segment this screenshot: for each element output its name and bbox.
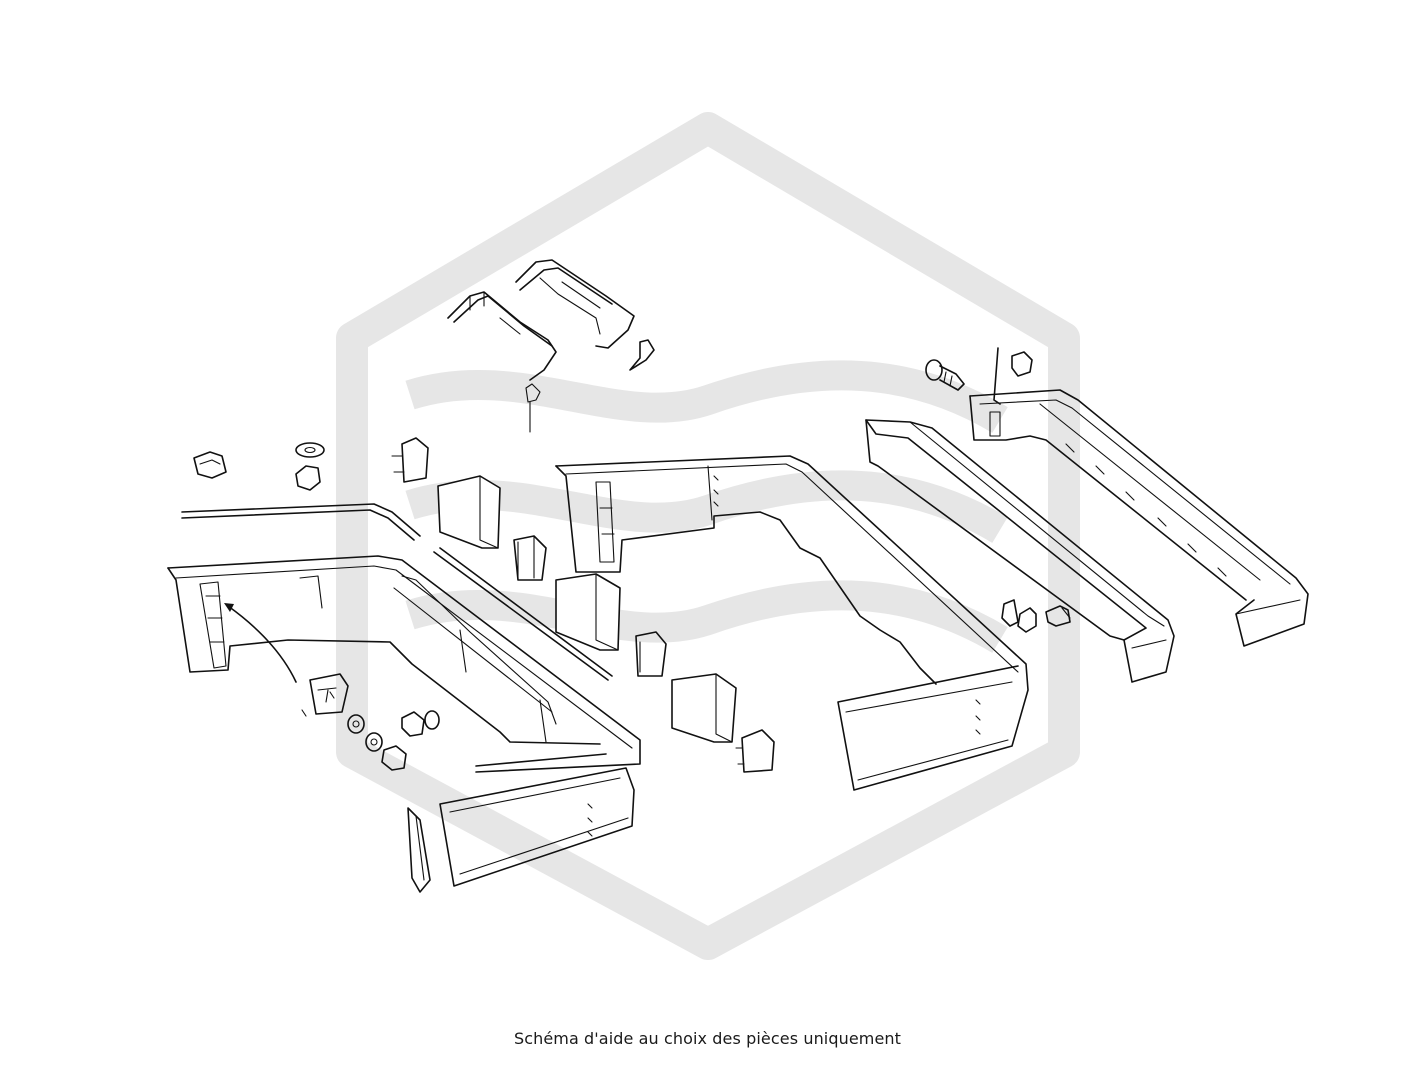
diagram-caption: Schéma d'aide au choix des pièces unique… — [513, 1029, 902, 1048]
mount-lower-left — [301, 673, 440, 771]
rear-bumper-cover — [865, 419, 1175, 683]
side-brackets — [391, 437, 775, 773]
front-bumper-left — [167, 555, 641, 893]
fasteners-right — [925, 347, 1071, 633]
rear-bumper-right — [969, 389, 1309, 647]
trim-strip-top — [181, 503, 613, 681]
arrow-indicator — [224, 603, 297, 683]
upper-brackets — [447, 259, 655, 433]
washer-nut-left — [295, 442, 325, 491]
clip-nut-left — [193, 451, 227, 479]
rear-bumper-middle — [555, 455, 1029, 791]
